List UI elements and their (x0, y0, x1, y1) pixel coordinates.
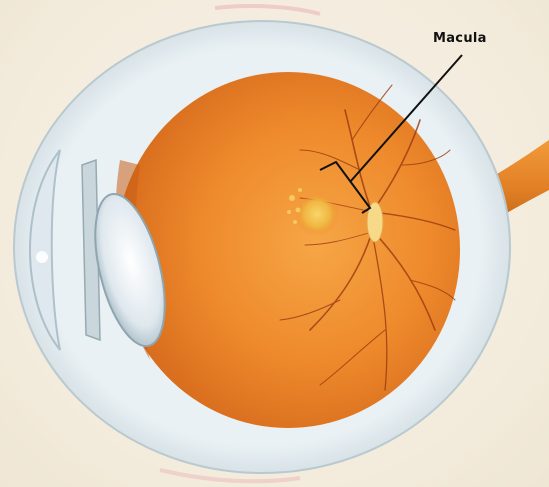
pupil-highlight (36, 251, 48, 263)
macula-label: Macula (433, 31, 487, 46)
outer-shell-highlight (215, 6, 320, 14)
macula-spot (295, 192, 339, 236)
retina (116, 72, 460, 428)
